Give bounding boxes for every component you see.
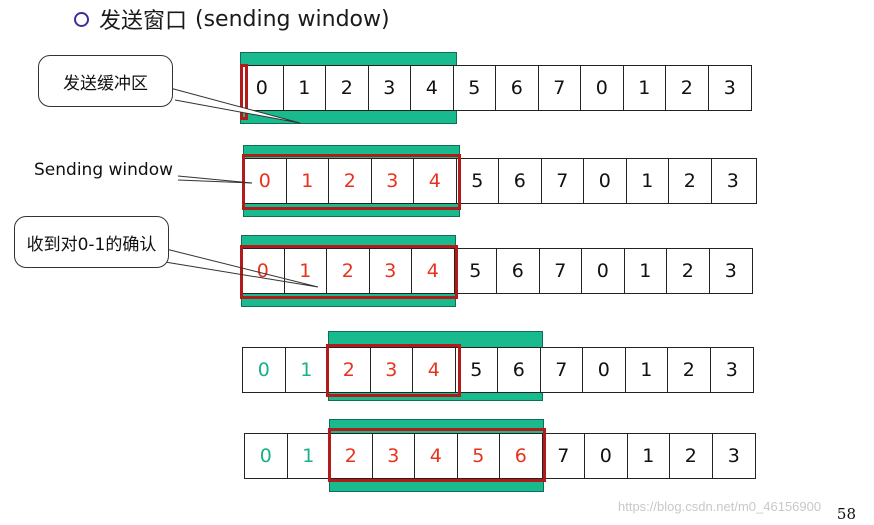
- page-number: 58: [836, 505, 856, 523]
- seq-cell: 7: [540, 348, 583, 392]
- seq-cell: 1: [284, 249, 327, 293]
- seq-cell: 3: [370, 348, 413, 392]
- seq-cell: 0: [583, 348, 626, 392]
- seq-cell: 3: [709, 249, 752, 293]
- seq-cell: 0: [241, 66, 284, 110]
- seq-cell: 1: [624, 249, 667, 293]
- seq-cell: 6: [499, 159, 542, 203]
- seq-cell: 0: [584, 159, 627, 203]
- seq-cell: 6: [497, 249, 540, 293]
- seq-cell: 0: [243, 348, 286, 392]
- seq-cell: 0: [244, 159, 287, 203]
- seq-cell: 6: [496, 66, 539, 110]
- seq-row-2: 0 1 2 3 4 5 6 7 0 1 2 3: [243, 158, 757, 204]
- seq-cell: 2: [667, 249, 710, 293]
- seq-cell: 4: [411, 66, 454, 110]
- watermark: https://blog.csdn.net/m0_46156900: [618, 499, 822, 514]
- buffer-callout-pointer: [169, 87, 301, 124]
- seq-cell: 7: [541, 159, 584, 203]
- send-buffer-callout: 发送缓冲区: [38, 55, 173, 107]
- seq-cell: 2: [670, 434, 713, 478]
- send-buffer-label: 发送缓冲区: [63, 73, 148, 94]
- seq-cell: 1: [623, 66, 666, 110]
- seq-cell: 2: [327, 249, 370, 293]
- seq-cell: 6: [498, 348, 541, 392]
- seq-row-1: 0 1 2 3 4 5 6 7 0 1 2 3: [240, 65, 752, 111]
- sending-window-pointer: [177, 179, 253, 184]
- seq-cell: 4: [415, 434, 458, 478]
- bullet-circle-icon: [74, 11, 89, 27]
- ack-callout: 收到对0-1的确认: [14, 216, 169, 268]
- seq-row-3: 0 1 2 3 4 5 6 7 0 1 2 3: [241, 248, 753, 294]
- ack-label: 收到对0-1的确认: [26, 234, 157, 255]
- seq-row-4: 0 1 2 3 4 5 6 7 0 1 2 3: [242, 347, 754, 393]
- seq-cell: 2: [329, 159, 372, 203]
- seq-cell: 3: [369, 249, 412, 293]
- page-title: 发送窗口 (sending window): [74, 3, 390, 35]
- seq-cell: 1: [626, 159, 669, 203]
- seq-cell: 7: [539, 249, 582, 293]
- seq-cell: 1: [286, 159, 329, 203]
- seq-cell: 5: [454, 249, 497, 293]
- seq-cell: 3: [372, 434, 415, 478]
- seq-cell: 1: [287, 434, 330, 478]
- seq-cell: 0: [245, 434, 288, 478]
- seq-cell: 2: [330, 434, 373, 478]
- seq-cell: 0: [581, 66, 624, 110]
- seq-cell: 3: [708, 66, 751, 110]
- seq-cell: 4: [414, 159, 457, 203]
- seq-cell: 6: [500, 434, 543, 478]
- seq-cell: 5: [456, 159, 499, 203]
- seq-cell: 2: [326, 66, 369, 110]
- seq-cell: 2: [669, 159, 712, 203]
- seq-cell: 7: [542, 434, 585, 478]
- seq-cell: 3: [711, 159, 754, 203]
- seq-cell: 2: [668, 348, 711, 392]
- seq-cell: 4: [412, 249, 455, 293]
- title-zh: 发送窗口: [99, 9, 188, 34]
- seq-cell: 1: [625, 348, 668, 392]
- seq-cell: 5: [453, 66, 496, 110]
- seq-cell: 0: [242, 249, 285, 293]
- seq-cell: 1: [627, 434, 670, 478]
- title-en: (sending window): [195, 6, 390, 32]
- seq-cell: 5: [455, 348, 498, 392]
- ack-callout-pointer: [161, 247, 319, 288]
- sending-window-pointer: [177, 175, 253, 184]
- seq-cell: 3: [371, 159, 414, 203]
- seq-cell: 4: [413, 348, 456, 392]
- seq-cell: 3: [368, 66, 411, 110]
- seq-cell: 1: [285, 348, 328, 392]
- seq-cell: 2: [328, 348, 371, 392]
- sending-window-label: Sending window: [34, 160, 174, 180]
- seq-cell: 2: [666, 66, 709, 110]
- seq-cell: 0: [585, 434, 628, 478]
- seq-cell: 3: [712, 434, 755, 478]
- seq-cell: 0: [582, 249, 625, 293]
- seq-cell: 3: [710, 348, 753, 392]
- seq-cell: 1: [283, 66, 326, 110]
- seq-cell: 7: [538, 66, 581, 110]
- seq-cell: 5: [457, 434, 500, 478]
